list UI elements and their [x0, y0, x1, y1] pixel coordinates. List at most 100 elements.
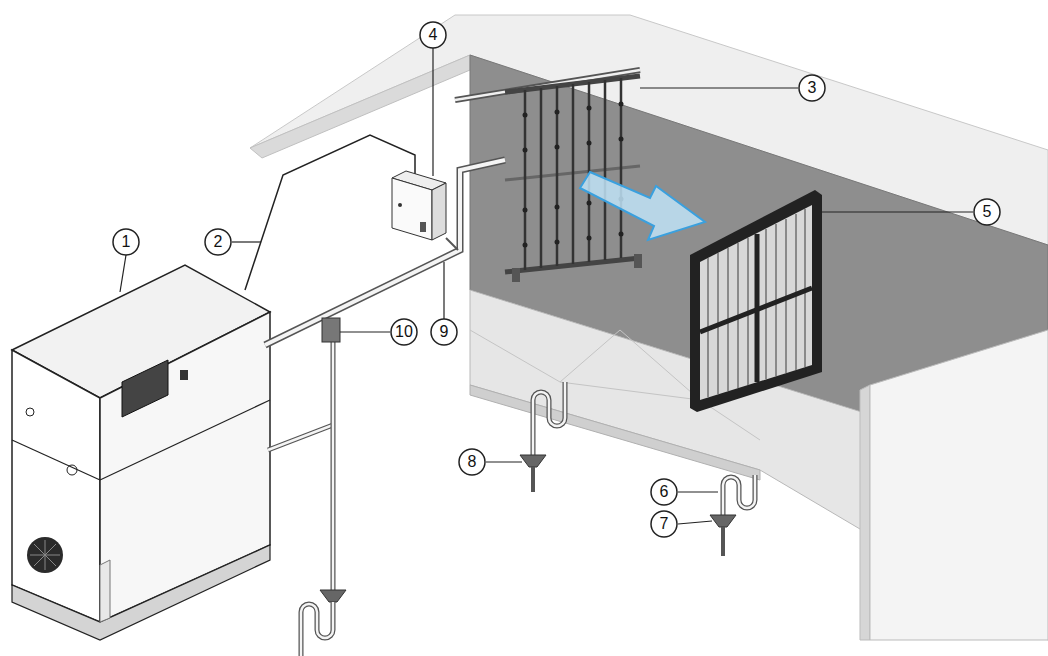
callout-circle — [799, 75, 825, 101]
steam-distributor — [523, 243, 528, 248]
steam-distributor — [619, 137, 624, 142]
steam-distributor — [604, 80, 607, 260]
siphon-trap — [531, 467, 535, 492]
steam-distributor — [619, 232, 624, 237]
callout-number: 6 — [651, 479, 677, 505]
air-flow-arrow — [580, 172, 705, 240]
leader-line — [678, 521, 712, 524]
callout-circle — [651, 479, 677, 505]
callout-number: 4 — [420, 22, 446, 48]
leader-line — [432, 48, 433, 176]
steam-distributor — [572, 84, 575, 264]
callout-number: 7 — [651, 511, 677, 537]
humidifier-unit — [34, 544, 56, 566]
control-box — [420, 222, 426, 232]
siphon-trap — [533, 382, 565, 455]
steam-distributor — [555, 110, 560, 115]
humidifier-unit — [67, 465, 77, 475]
callout-circle — [459, 449, 485, 475]
humidifier-unit — [34, 544, 56, 566]
leader-line — [120, 48, 973, 524]
condensate-drain — [331, 340, 336, 590]
leader-line — [443, 262, 444, 319]
steam-distributor — [634, 254, 642, 268]
steam-distributor — [587, 201, 592, 206]
callout-number: 8 — [459, 449, 485, 475]
humidifier-unit — [12, 350, 100, 622]
condensate-drain — [322, 318, 340, 342]
callout-circle — [113, 229, 139, 255]
leader-line — [678, 491, 718, 492]
siphon-trap — [723, 475, 755, 515]
steam-pipe — [265, 160, 505, 345]
callout-number: 9 — [431, 319, 457, 345]
humidifier-unit — [122, 360, 168, 417]
callout-number: 5 — [974, 199, 1000, 225]
control-cable — [245, 135, 415, 290]
control-box — [392, 178, 432, 240]
callout-circle — [420, 22, 446, 48]
control-box — [392, 171, 446, 240]
humidifier-unit — [180, 370, 188, 380]
droplet-eliminator — [690, 190, 822, 412]
callout-circle — [391, 319, 417, 345]
steam-pipe — [265, 160, 505, 345]
humidifier-unit — [12, 440, 100, 480]
steam-distributor — [455, 70, 640, 100]
leader-line — [818, 211, 973, 212]
condensate-drain — [268, 425, 333, 450]
callout-circle — [113, 22, 1000, 537]
condensate-drain — [332, 340, 335, 590]
callout-number: 2 — [205, 229, 231, 255]
steam-distributor — [619, 102, 624, 107]
control-box — [432, 183, 446, 240]
steam-distributor — [587, 141, 592, 146]
steam-distributor — [525, 78, 621, 270]
siphon-trap — [533, 382, 565, 455]
leader-line — [486, 461, 522, 462]
callout-number: 1 — [113, 229, 139, 255]
air-flow-arrow — [580, 172, 705, 240]
steam-distributor — [512, 268, 520, 282]
steam-distributor — [587, 106, 592, 111]
callout-circle — [205, 229, 231, 255]
air-duct — [860, 385, 870, 640]
droplet-eliminator — [708, 209, 805, 397]
siphon-trap — [723, 475, 755, 515]
condensate-drain — [301, 602, 333, 656]
steam-distributor — [540, 88, 543, 268]
steam-distributor — [455, 70, 640, 100]
steam-distributor — [523, 148, 528, 153]
humidifier-unit — [30, 540, 60, 570]
steam-distributor — [587, 236, 592, 241]
air-duct — [250, 55, 470, 158]
humidifier-unit — [100, 560, 110, 622]
callout-circle — [651, 511, 677, 537]
droplet-eliminator — [700, 205, 812, 400]
steam-distributor — [555, 205, 560, 210]
droplet-eliminator — [690, 190, 822, 412]
steam-distributor — [523, 102, 624, 248]
droplet-eliminator — [755, 234, 760, 382]
siphon-trap — [710, 515, 736, 527]
callout-circle — [974, 199, 1000, 225]
condensate-drain — [320, 590, 346, 602]
siphon-trap — [721, 527, 725, 556]
leader-line — [640, 87, 798, 88]
humidifier-unit — [26, 408, 34, 416]
siphon-trap — [520, 455, 546, 467]
steam-pipe — [446, 238, 458, 250]
steam-distributor — [555, 145, 560, 150]
condensate-drain — [268, 425, 333, 450]
callout-number: 10 — [391, 319, 417, 345]
leader-line — [340, 331, 390, 332]
steam-distributor — [523, 208, 528, 213]
steam-distributor — [555, 240, 560, 245]
leader-line — [232, 241, 261, 242]
air-duct — [870, 330, 1048, 640]
callout-circle — [431, 319, 457, 345]
callout-number: 3 — [799, 75, 825, 101]
condensate-drain — [268, 318, 346, 656]
